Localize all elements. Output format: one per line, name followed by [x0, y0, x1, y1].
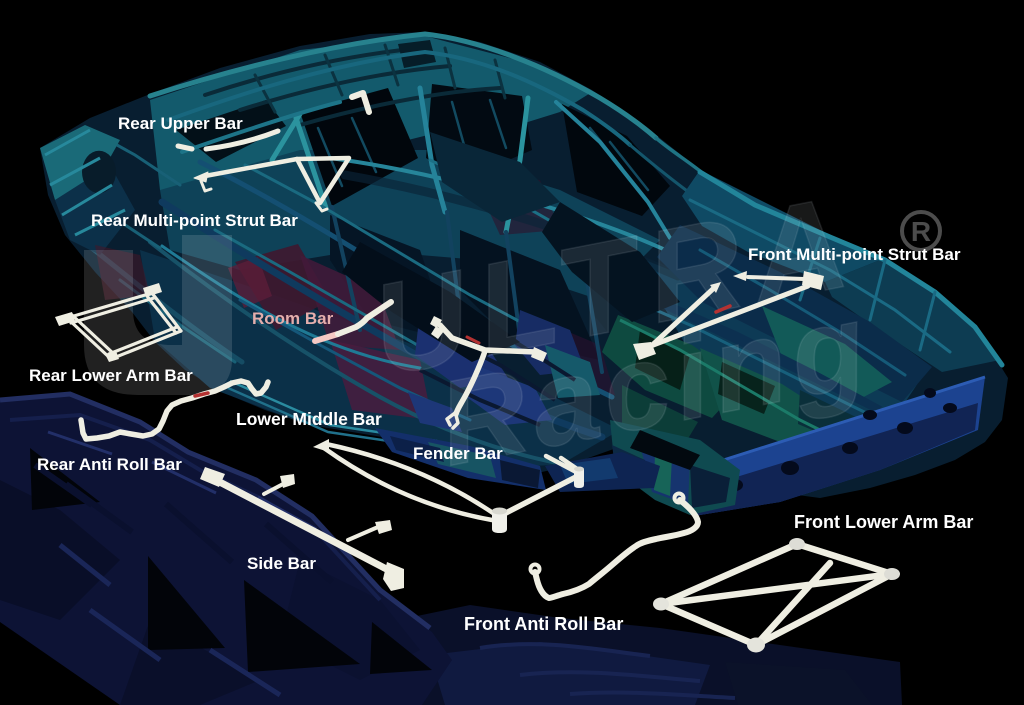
svg-text:R: R	[911, 216, 931, 247]
svg-text:Rear Lower Arm Bar: Rear Lower Arm Bar	[29, 366, 193, 385]
svg-text:Rear Upper Bar: Rear Upper Bar	[118, 114, 243, 133]
svg-text:Front Anti Roll Bar: Front Anti Roll Bar	[464, 614, 623, 634]
svg-text:Front Lower Arm Bar: Front Lower Arm Bar	[794, 512, 973, 532]
svg-text:Rear Anti Roll Bar: Rear Anti Roll Bar	[37, 455, 182, 474]
svg-text:Front Multi-point Strut Bar: Front Multi-point Strut Bar	[748, 245, 961, 264]
svg-text:Room Bar: Room Bar	[252, 309, 334, 328]
svg-text:Lower Middle Bar: Lower Middle Bar	[236, 409, 382, 429]
svg-text:Side Bar: Side Bar	[247, 554, 316, 573]
svg-text:Rear Multi-point Strut Bar: Rear Multi-point Strut Bar	[91, 211, 298, 230]
svg-text:Fender Bar: Fender Bar	[413, 444, 503, 463]
